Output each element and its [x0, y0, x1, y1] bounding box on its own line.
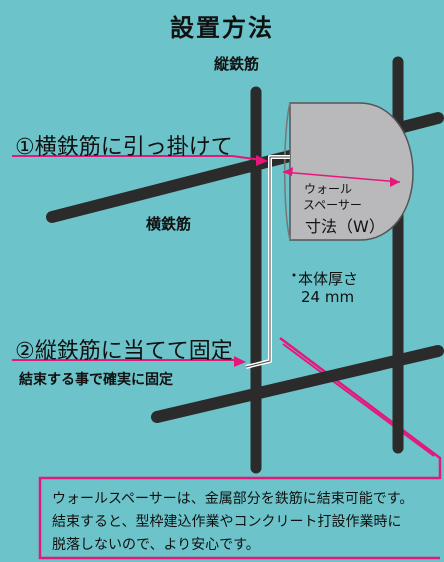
step-2-sublabel: 結束する事で確実に固定 — [19, 372, 173, 388]
spacer-width-arrow — [282, 171, 401, 183]
spacer-width-arrowhead-right — [390, 177, 400, 187]
note-line: 結束すると、型枠建込作業やコンクリート打設作業時に — [52, 514, 402, 530]
note-line: ウォールスペーサーは、金属部分を鉄筋に結束可能です。 — [52, 491, 414, 507]
step-1-label: ①横鉄筋に引っ掛けて — [15, 135, 233, 160]
thickness-value: 24 mm — [301, 288, 355, 306]
thickness-label: 本体厚さ — [298, 270, 359, 288]
note-text: ウォールスペーサーは、金属部分を鉄筋に結束可能です。 結束すると、型枠建込作業や… — [52, 488, 442, 557]
step1-arrowhead — [256, 155, 268, 166]
wall-spacer-body — [289, 102, 414, 241]
step2-arrowhead — [234, 356, 246, 367]
note-line: 脱落しないので、より安心です。 — [52, 537, 260, 553]
note-callout-frame — [38, 337, 442, 560]
spacer-name-line2: スペーサー — [303, 198, 362, 212]
horizontal-rebar-label: 横鉄筋 — [146, 215, 192, 233]
wall-spacer-edge — [284, 102, 291, 241]
note-callout-frame-inner — [282, 343, 435, 457]
vertical-rebar-label: 縦鉄筋 — [214, 55, 260, 73]
spacer-name-line1: ウォール — [304, 182, 353, 196]
spacer-dimension-label: 寸法（W） — [305, 217, 385, 236]
horizontal-rebar-lower — [151, 345, 444, 423]
spacer-width-arrowhead-left — [283, 167, 293, 176]
step-2-label: ②縦鉄筋に当てて固定 — [15, 339, 233, 364]
thickness-marker — [292, 273, 296, 277]
page-title: 設置方法 — [170, 14, 274, 42]
metal-hook-outline — [245, 156, 290, 368]
